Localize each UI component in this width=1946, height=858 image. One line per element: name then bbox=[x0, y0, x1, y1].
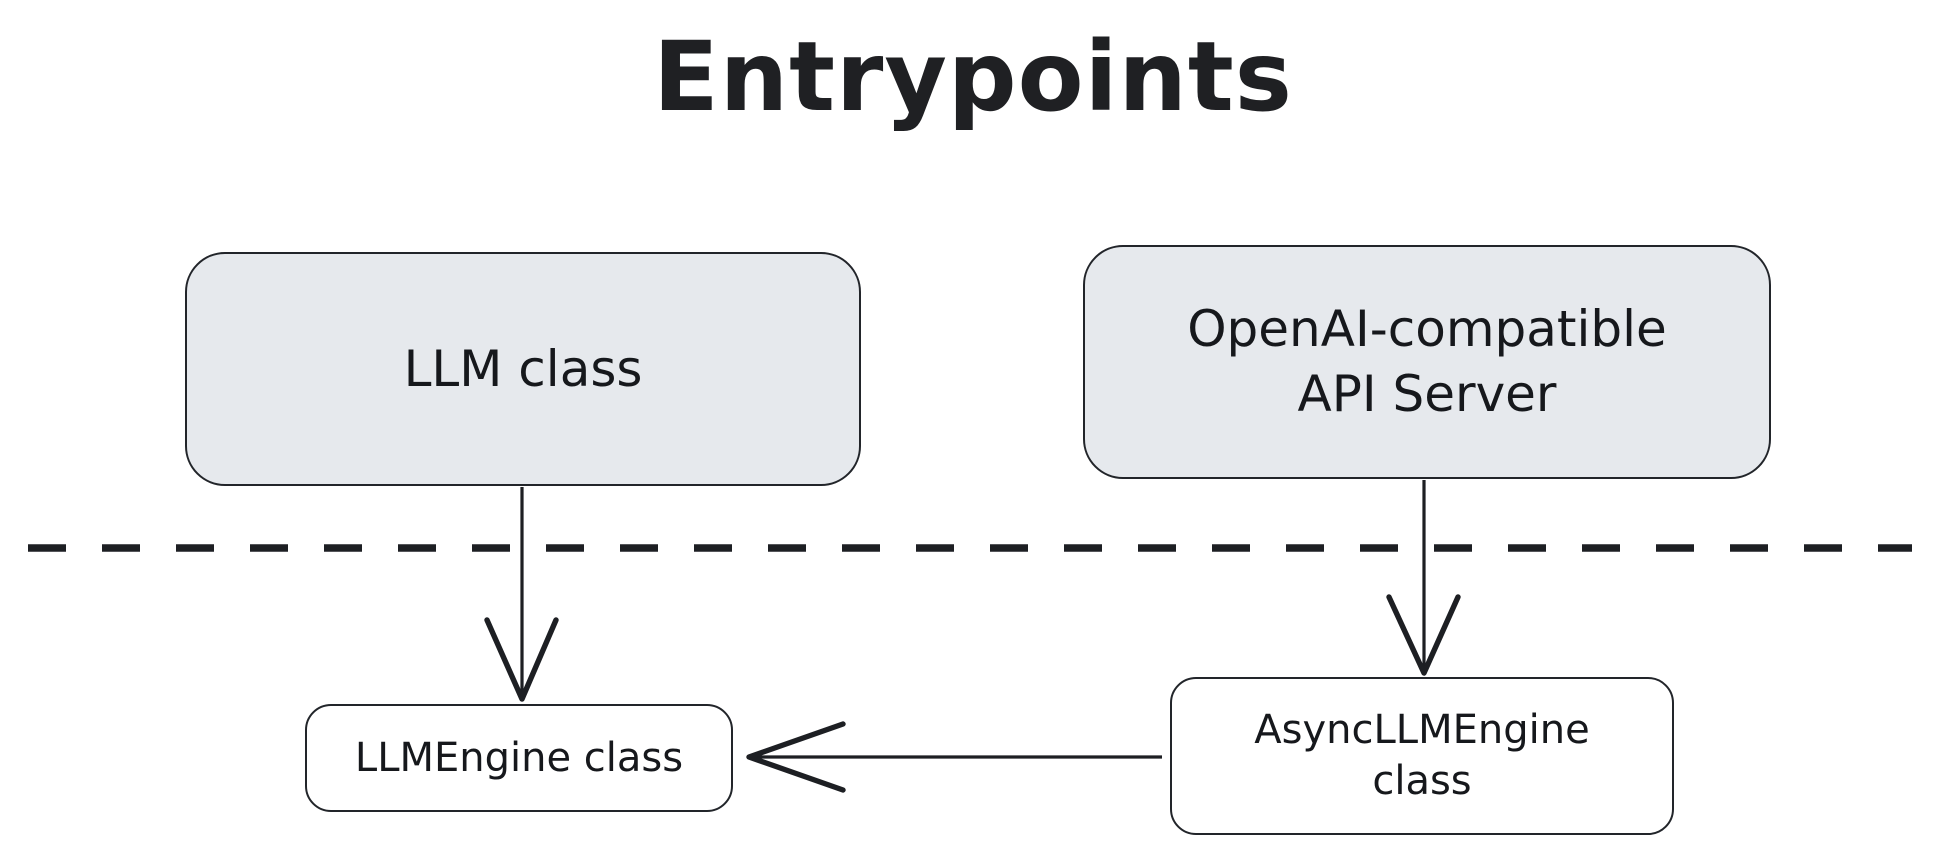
edge-async-to-llmengine bbox=[746, 721, 1162, 793]
page-title: Entrypoints bbox=[653, 21, 1293, 133]
node-llm-class[interactable]: LLM class bbox=[185, 252, 861, 486]
node-async-llmengine-class[interactable]: AsyncLLMEngine class bbox=[1170, 677, 1674, 835]
node-api-server-label: OpenAI-compatible API Server bbox=[1187, 300, 1667, 423]
node-async-llmengine-class-label: AsyncLLMEngine class bbox=[1254, 706, 1590, 804]
edge-llm-to-llmengine-arrowhead bbox=[484, 617, 559, 702]
edge-apiserver-to-async-arrowhead bbox=[1386, 594, 1461, 676]
edge-llm-to-llmengine bbox=[484, 487, 559, 702]
edge-async-to-llmengine-arrowhead bbox=[746, 721, 846, 793]
node-api-server[interactable]: OpenAI-compatible API Server bbox=[1083, 245, 1771, 479]
edge-apiserver-to-async bbox=[1386, 480, 1461, 676]
node-llmengine-class-label: LLMEngine class bbox=[354, 735, 684, 781]
node-llmengine-class[interactable]: LLMEngine class bbox=[305, 704, 733, 812]
node-llm-class-label: LLM class bbox=[403, 340, 643, 398]
